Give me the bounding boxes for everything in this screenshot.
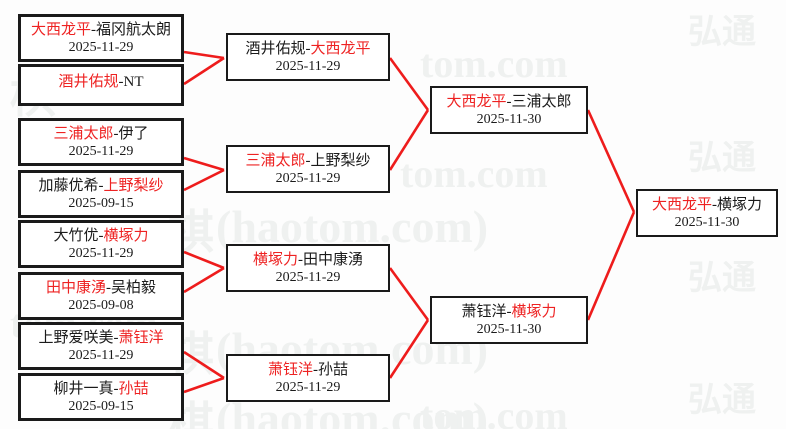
player-winner: 大西龙平: [310, 40, 371, 57]
player-loser: NT: [123, 74, 144, 90]
player-winner: 三浦太郎: [53, 125, 114, 142]
separator: -: [91, 21, 96, 38]
player-winner: 酒井佑规: [58, 74, 119, 90]
match-players: 大西龙平-横塚力: [652, 196, 762, 214]
player-winner: 萧钰洋: [267, 361, 313, 378]
match-date: 2025-11-29: [275, 170, 341, 186]
player-winner: 田中康湧: [45, 279, 106, 296]
player-loser: 吴柏毅: [111, 279, 157, 296]
player-loser: 田中康湧: [303, 251, 364, 268]
match-date: 2025-09-08: [68, 297, 134, 313]
match-box[interactable]: 柳井一真-孙喆 2025-09-15: [18, 373, 184, 421]
match-players: 大西龙平-福冈航太朗: [31, 21, 171, 39]
match-box[interactable]: 大竹优-横塚力 2025-11-29: [18, 220, 184, 268]
match-box[interactable]: 田中康湧-吴柏毅 2025-09-08: [18, 272, 184, 320]
match-players: 田中康湧-吴柏毅: [46, 279, 156, 297]
separator: -: [113, 125, 119, 142]
match-box[interactable]: 横塚力-田中康湧 2025-11-29: [226, 244, 390, 292]
match-date: 2025-11-29: [275, 58, 341, 74]
player-winner: 萧钰洋: [118, 329, 164, 346]
player-loser: 大竹优: [53, 227, 99, 244]
player-winner: 横塚力: [511, 303, 557, 320]
match-players: 三浦太郎-上野梨纱: [245, 152, 370, 170]
separator: -: [113, 329, 119, 346]
player-loser: 伊了: [118, 125, 149, 142]
match-date: 2025-11-30: [674, 214, 740, 230]
player-winner: 三浦太郎: [245, 152, 306, 169]
separator: -: [305, 152, 311, 169]
match-box[interactable]: 大西龙平-三浦太郎 2025-11-30: [430, 86, 588, 134]
match-box[interactable]: 加藤优希-上野梨纱 2025-09-15: [18, 170, 184, 218]
match-players: 萧钰洋-横塚力: [461, 303, 556, 321]
separator: -: [113, 380, 119, 397]
player-loser: 萧钰洋: [461, 303, 507, 320]
match-box[interactable]: 酒井佑规-大西龙平 2025-11-29: [226, 33, 390, 81]
player-loser: 加藤优希: [38, 177, 99, 194]
match-players: 萧钰洋-孙喆: [268, 361, 348, 379]
match-box[interactable]: 三浦太郎-伊了 2025-11-29: [18, 118, 184, 166]
match-date: 2025-11-29: [275, 269, 341, 285]
match-players: 三浦太郎-伊了: [53, 125, 148, 143]
match-date: 2025-11-30: [476, 321, 542, 337]
match-date: 2025-11-29: [68, 143, 134, 159]
player-loser: 福冈航太朗: [96, 21, 172, 38]
player-loser: 孙喆: [318, 361, 349, 378]
player-loser: 上野爱咲美: [38, 329, 114, 346]
player-loser: 上野梨纱: [310, 152, 371, 169]
match-players: 大竹优-横塚力: [53, 227, 148, 245]
match-box[interactable]: 上野爱咲美-萧钰洋 2025-11-29: [18, 322, 184, 370]
separator: -: [506, 303, 512, 320]
player-winner: 大西龙平: [30, 21, 91, 38]
player-winner: 大西龙平: [651, 196, 712, 213]
match-box[interactable]: 三浦太郎-上野梨纱 2025-11-29: [226, 145, 390, 193]
player-winner: 孙喆: [118, 380, 149, 397]
match-box[interactable]: 大西龙平-福冈航太朗 2025-11-29: [18, 14, 184, 62]
player-loser: 柳井一真: [53, 380, 114, 397]
match-date: 2025-09-15: [68, 195, 134, 211]
match-date: 2025-11-29: [275, 379, 341, 395]
match-box-final[interactable]: 大西龙平-横塚力 2025-11-30: [636, 189, 778, 237]
separator: -: [298, 251, 303, 268]
separator: -: [506, 93, 512, 110]
player-loser: 酒井佑规: [245, 40, 306, 57]
separator: -: [305, 40, 311, 57]
match-players: 上野爱咲美-萧钰洋: [38, 329, 163, 347]
separator: -: [106, 279, 111, 296]
match-players: 柳井一真-孙喆: [53, 380, 148, 398]
match-box[interactable]: 萧钰洋-孙喆 2025-11-29: [226, 354, 390, 402]
separator: -: [313, 361, 318, 378]
match-date: 2025-09-15: [68, 398, 134, 414]
player-loser: 横塚力: [717, 196, 763, 213]
player-winner: 大西龙平: [446, 93, 507, 110]
player-winner: 横塚力: [103, 227, 149, 244]
separator: -: [712, 196, 717, 213]
match-players: 大西龙平-三浦太郎: [446, 93, 571, 111]
match-date: 2025-11-30: [476, 111, 542, 127]
player-winner: 上野梨纱: [103, 177, 164, 194]
match-players: 加藤优希-上野梨纱: [38, 177, 163, 195]
separator: -: [98, 227, 104, 244]
separator: -: [118, 74, 124, 90]
player-winner: 横塚力: [252, 251, 298, 268]
match-box[interactable]: 酒井佑规-NT: [18, 64, 184, 106]
match-players: 酒井佑规-NT: [58, 73, 143, 91]
match-date: 2025-11-29: [68, 39, 134, 55]
match-players: 横塚力-田中康湧: [253, 251, 363, 269]
separator: -: [98, 177, 104, 194]
player-loser: 三浦太郎: [511, 93, 572, 110]
match-date: 2025-11-29: [68, 245, 134, 261]
match-date: 2025-11-29: [68, 347, 134, 363]
match-box[interactable]: 萧钰洋-横塚力 2025-11-30: [430, 296, 588, 344]
match-players: 酒井佑规-大西龙平: [245, 40, 370, 58]
